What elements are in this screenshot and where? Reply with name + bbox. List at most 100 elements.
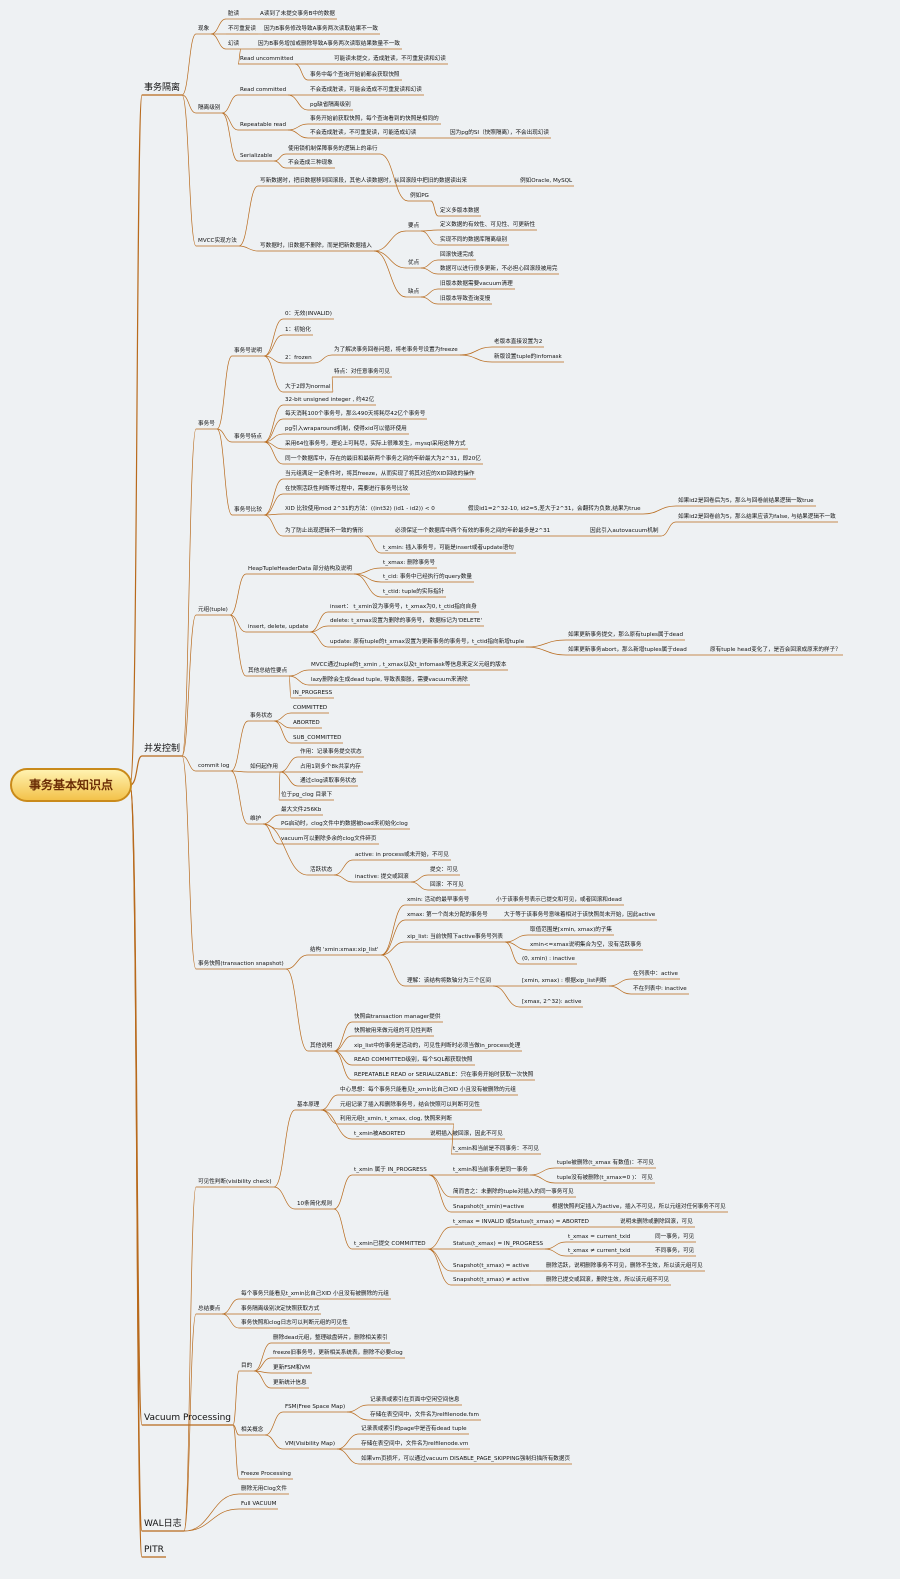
topic-node[interactable]: delete: t_xmax设置为删除的事务号， 数据标记为'DELETE' <box>330 618 482 624</box>
root-topic[interactable]: 事务基本知识点 <box>10 768 132 802</box>
topic-node[interactable]: MVCC实现方法 <box>198 238 237 244</box>
topic-node[interactable]: 元组记录了插入和删除事务号，结合快照可以判断可见性 <box>340 1102 480 1108</box>
topic-node[interactable]: VM(Visibility Map) <box>285 1441 336 1447</box>
topic-node[interactable]: 最大文件256Kb <box>281 807 322 813</box>
topic-node[interactable]: 同一个数据库中，存在的最旧和最新两个事务之间的年龄最大为2^31，即20亿 <box>285 456 481 462</box>
topic-node[interactable]: 要点 <box>408 223 420 229</box>
topic-node[interactable]: t_xmin和当前事务是同一事务 <box>453 1167 528 1173</box>
topic-node[interactable]: 数据可以进行很多更新，不必担心回滚段被用完 <box>440 266 558 272</box>
topic-node[interactable]: 幻读 <box>228 41 240 47</box>
topic-node[interactable]: 因为B事务增加或删除导致A事务两次读取结果数量不一致 <box>258 41 400 47</box>
topic-node[interactable]: 更新FSM和VM <box>273 1365 310 1371</box>
topic-node[interactable]: 删除已提交或回滚，删除生效，所以该元组不可见 <box>546 1277 670 1283</box>
topic-node[interactable]: 0：无效(INVALID) <box>285 311 332 317</box>
topic-node[interactable]: 例如Oracle, MySQL <box>520 178 573 184</box>
topic-node[interactable]: 占用1到多个8k共享内存 <box>300 764 361 770</box>
topic-node[interactable]: 如果vm页损坏，可以通过vacuum DISABLE_PAGE_SKIPPING… <box>361 1456 571 1462</box>
topic-node[interactable]: commit log <box>198 763 230 769</box>
topic-node[interactable]: 简而言之：未删除的tuple对插入的同一事务可见 <box>453 1189 574 1195</box>
topic-node[interactable]: HeapTupleHeaderData 部分结构及说明 <box>248 566 352 572</box>
topic-node[interactable]: pg引入wraparound机制，使得xid可以循环使用 <box>285 426 407 432</box>
topic-node[interactable]: xmin<=xmax说明集合为空，没有活跃事务 <box>530 942 642 948</box>
topic-node[interactable]: 事务快照(transaction snapshot) <box>198 961 284 967</box>
topic-node[interactable]: PG启动时，clog文件中的数据被load来初始化clog <box>281 821 408 827</box>
topic-node[interactable]: xmin: 活动的最早事务号 <box>407 897 470 903</box>
topic-node[interactable]: 提交：可见 <box>430 867 458 873</box>
topic-node[interactable]: ABORTED <box>293 720 320 726</box>
topic-node[interactable]: update: 原有tuple的t_xmax设置为更新事务的事务号，t_ctid… <box>330 639 525 645</box>
topic-node[interactable]: t_xmax = current_txid <box>568 1234 631 1240</box>
main-branch-topic[interactable]: 事务隔离 <box>144 83 181 93</box>
topic-node[interactable]: t_cid: 事务中已经执行的query数量 <box>383 574 472 580</box>
topic-node[interactable]: 使用锁机制保障事务的逻辑上的串行 <box>288 146 378 152</box>
topic-node[interactable]: 不会造成脏读，不可重复读，可能造成幻读 <box>310 130 417 136</box>
topic-node[interactable]: A读到了未提交事务B中的数据 <box>260 11 335 17</box>
topic-node[interactable]: xmax: 第一个尚未分配的事务号 <box>407 912 488 918</box>
main-branch-topic[interactable]: WAL日志 <box>144 1519 182 1529</box>
topic-node[interactable]: IN_PROGRESS <box>293 690 333 696</box>
topic-node[interactable]: COMMITTED <box>293 705 328 711</box>
topic-node[interactable]: t_ctid: tuple的实际指针 <box>383 589 445 595</box>
topic-node[interactable]: 回滚快速完成 <box>440 252 474 258</box>
topic-node[interactable]: 32-bit unsigned integer , 约42亿 <box>285 397 375 403</box>
topic-node[interactable]: 中心思想：每个事务只能看见t_xmin比自己XID 小且没有被删除的元组 <box>340 1087 516 1093</box>
topic-node[interactable]: t_xmin和当前是不同事务：不可见 <box>453 1146 539 1152</box>
topic-node[interactable]: 相关概念 <box>241 1427 264 1433</box>
topic-node[interactable]: 大于等于该事务号意味着相对于该快照尚未开始，因此active <box>504 912 656 918</box>
topic-node[interactable]: 假设id1=2^32-10, id2=5,差大于2^31，会翻转为负数,结果为t… <box>468 506 641 512</box>
topic-node[interactable]: pg缺省隔离级别 <box>310 102 351 108</box>
topic-node[interactable]: Repeatable read <box>240 122 287 128</box>
topic-node[interactable]: 例如PG <box>410 193 429 199</box>
topic-node[interactable]: 更新统计信息 <box>273 1380 307 1386</box>
topic-node[interactable]: FSM(Free Space Map) <box>285 1404 346 1410</box>
topic-node[interactable]: 取值范围是[xmin, xmax)的子集 <box>530 927 613 933</box>
topic-node[interactable]: 存储在表空间中，文件名为relfilenode.vm <box>361 1441 469 1447</box>
topic-node[interactable]: 快照被用来做元组的可见性判断 <box>354 1028 433 1034</box>
topic-node[interactable]: tuple没有被删除(t_xmax=0 )： 可见 <box>557 1175 653 1181</box>
main-branch-topic[interactable]: 并发控制 <box>144 744 181 754</box>
topic-node[interactable]: 不可重复读 <box>228 26 256 32</box>
topic-node[interactable]: READ COMMITTED级别，每个SQL都获取快照 <box>354 1057 473 1063</box>
topic-node[interactable]: 每个事务只能看见t_xmin比自己XID 小且没有被删除的元组 <box>241 1291 389 1297</box>
topic-node[interactable]: 特点：对任意事务可见 <box>334 369 390 375</box>
topic-node[interactable]: t_xmax = INVALID 或Status(t_xmax) = ABORT… <box>453 1219 589 1225</box>
topic-node[interactable]: 原有tuple head变化了，是否会回滚成原来的样子？ <box>710 647 841 653</box>
topic-node[interactable]: 总结要点 <box>198 1306 221 1312</box>
topic-node[interactable]: 为了防止出现逻辑不一致的情形 <box>285 528 364 534</box>
topic-node[interactable]: xip_list: 当前快照下active事务号列表 <box>407 934 504 940</box>
topic-node[interactable]: 删除无用Clog文件 <box>241 1486 287 1492</box>
topic-node[interactable]: 可见性判断(visibility check) <box>198 1179 272 1185</box>
topic-node[interactable]: 2：frozen <box>285 355 312 361</box>
topic-node[interactable]: Snapshot(t_xmin)=active <box>453 1204 525 1210</box>
topic-node[interactable]: Full VACUUM <box>241 1501 277 1507</box>
topic-node[interactable]: 老版本直接设置为2 <box>494 339 543 345</box>
topic-node[interactable]: REPEATABLE READ or SERIALIZABLE：只在事务开始时获… <box>354 1072 534 1078</box>
topic-node[interactable]: 不会造成脏读，可能会造成不可重复读和幻读 <box>310 87 422 93</box>
topic-node[interactable]: 不在列表中: inactive <box>633 986 687 992</box>
topic-node[interactable]: 回滚：不可见 <box>430 882 464 888</box>
topic-node[interactable]: 根据快照判定插入为active，插入不可见，所以元组对任何事务不可见 <box>552 1204 726 1210</box>
topic-node[interactable]: t_xmin被ABORTED <box>354 1131 406 1137</box>
main-branch-topic[interactable]: PITR <box>144 1545 164 1555</box>
topic-node[interactable]: inactive: 提交或回滚 <box>355 874 409 880</box>
topic-node[interactable]: 记录表或索引的page中是否有dead tuple <box>361 1426 467 1432</box>
topic-node[interactable]: 脏读 <box>228 11 240 17</box>
topic-node[interactable]: 说明未删除或删除回滚，可见 <box>620 1219 693 1225</box>
topic-node[interactable]: insert： t_xmin设为事务号，t_xmax为0, t_ctid指向自身 <box>330 604 477 610</box>
topic-node[interactable]: 如果id2是回卷前为5，那么结果应该为false, 与结果逻辑不一致 <box>678 514 836 520</box>
main-branch-topic[interactable]: Vacuum Processing <box>144 1413 232 1423</box>
topic-node[interactable]: xip_list中的事务是活动的，可见性判断时必须当做in_process处理 <box>354 1043 521 1049</box>
topic-node[interactable]: 因为pg的SI（快照隔离），不会出现幻读 <box>450 130 550 136</box>
topic-node[interactable]: MVCC通过tuple的t_xmin , t_xmax以及t_infomask等… <box>311 662 507 668</box>
topic-node[interactable]: 存储在表空间中，文件名为relfilenode.fsm <box>370 1412 479 1418</box>
topic-node[interactable]: 删除活跃，说明删除事务不可见，删除不生效，所以该元组可见 <box>546 1263 703 1269</box>
topic-node[interactable]: 事务快照和clog日志可以判断元组的可见性 <box>241 1320 348 1326</box>
topic-node[interactable]: 如果更新事务提交，那么原有tuples属于dead <box>568 632 684 638</box>
topic-node[interactable]: 元组(tuple) <box>198 607 228 613</box>
topic-node[interactable]: 定义数据的有效性、可见性、可更新性 <box>440 222 536 228</box>
topic-node[interactable]: 写数据时，旧数据不删除，而是把新数据插入 <box>260 243 372 249</box>
topic-node[interactable]: 其他总结性要点 <box>248 668 288 674</box>
topic-node[interactable]: 事务开始前获取快照，每个查询看到的快照是相同的 <box>310 116 439 122</box>
topic-node[interactable]: [xmax, 2^32): active <box>522 999 582 1005</box>
topic-node[interactable]: 维护 <box>250 816 262 822</box>
